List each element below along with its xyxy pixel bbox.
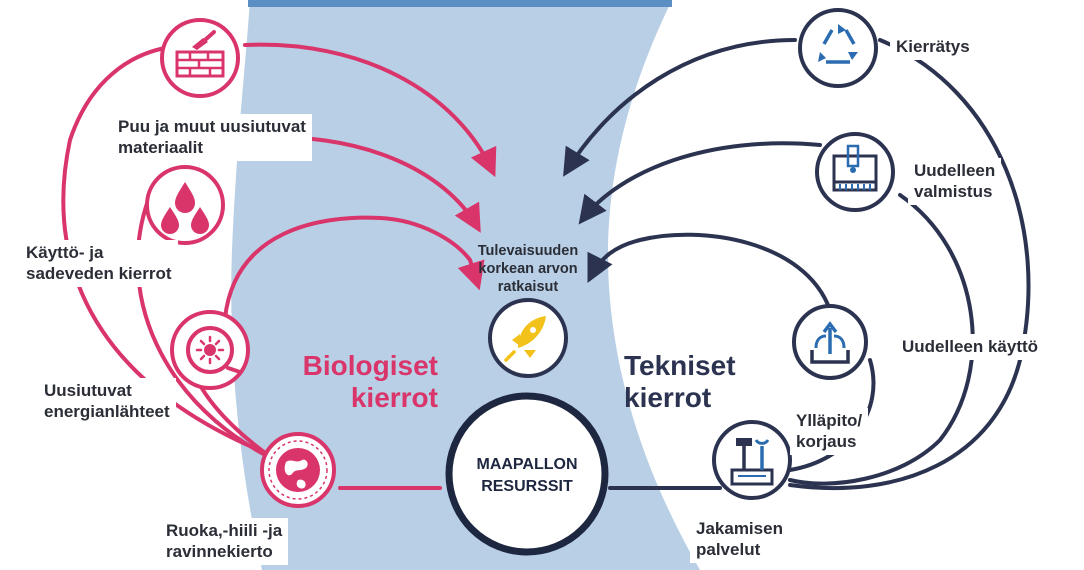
technical-cycles-title: Tekniset kierrot xyxy=(624,350,736,413)
label-renewable-energy: Uusiutuvat energianlähteet xyxy=(38,378,176,425)
label-remanufacturing: Uudelleen valmistus xyxy=(908,158,1002,205)
recycle-icon xyxy=(798,8,878,88)
label-food-carbon-nutrient: Ruoka,-hiili -ja ravinnekierto xyxy=(160,518,289,565)
earth-resources-circle xyxy=(445,392,609,556)
label-wood-materials: Puu ja muut uusiutuvat materiaalit xyxy=(112,114,312,161)
earth-resources-text: MAAPALLON RESURSSIT xyxy=(476,456,578,495)
label-maintenance-repair: Ylläpito/ korjaus xyxy=(790,408,869,455)
solar-energy-icon xyxy=(170,310,250,390)
label-reuse: Uudelleen käyttö xyxy=(896,334,1045,360)
label-water-cycles: Käyttö- ja sadeveden kierrot xyxy=(20,240,178,287)
brick-trowel-icon xyxy=(160,18,240,98)
repair-tools-icon xyxy=(712,420,792,500)
label-recycling: Kierrätys xyxy=(890,34,976,60)
future-solutions-text: Tulevaisuuden korkean arvon ratkaisut xyxy=(477,243,579,295)
manufacturing-icon xyxy=(815,132,895,212)
reuse-icon xyxy=(792,304,868,380)
biological-cycles-title: Biologiset kierrot xyxy=(302,350,438,413)
globe-icon xyxy=(260,432,336,508)
rocket-icon xyxy=(488,298,568,378)
label-sharing-services: Jakamisen palvelut xyxy=(690,516,789,563)
water-drops-icon xyxy=(145,165,225,245)
